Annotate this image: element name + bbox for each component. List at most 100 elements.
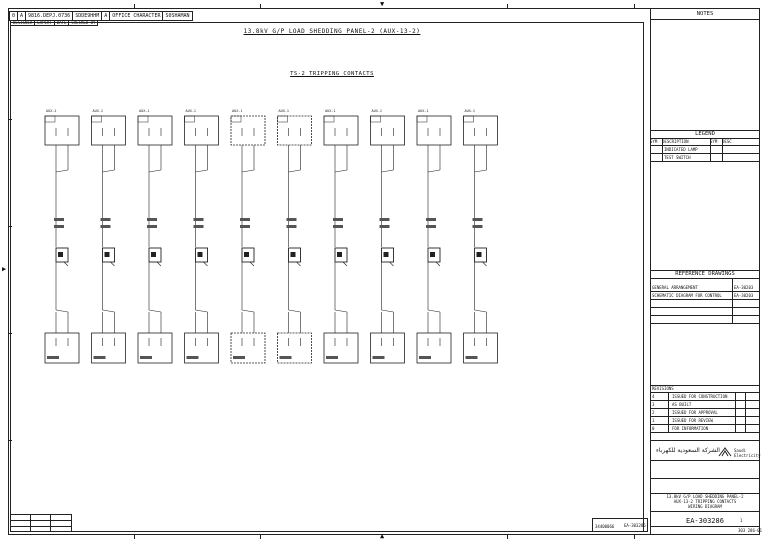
terminal-label-bottom [233, 356, 245, 359]
reference-row: GENERAL ARRANGEMENT [652, 285, 698, 290]
terminal-box-top [91, 115, 126, 146]
wire [148, 309, 162, 313]
legend-col: SYM [650, 139, 658, 144]
wire-label [379, 225, 390, 228]
wire [195, 309, 208, 313]
divider [650, 385, 760, 386]
wire-label [333, 218, 343, 221]
wire-label [426, 225, 436, 228]
wire [288, 169, 301, 173]
wire [148, 169, 162, 173]
divider [650, 153, 760, 154]
wire [110, 261, 115, 267]
divider [650, 19, 760, 20]
divider [650, 392, 760, 393]
divider [650, 145, 760, 146]
wire [342, 261, 348, 267]
relay-box [474, 247, 487, 263]
terminal-box-top [416, 115, 452, 146]
wire [241, 309, 255, 313]
divider [50, 514, 51, 532]
divider [650, 526, 760, 527]
terminal-label-top [137, 115, 149, 123]
wire [427, 309, 441, 313]
column-label-top: AUX-1 [186, 109, 197, 113]
revision-description: ISSUED FOR REVIEW [672, 418, 713, 423]
revision-description: ISSUED FOR APPROVAL [672, 410, 718, 415]
terminal-label-bottom [326, 356, 338, 359]
relay-contact [430, 252, 435, 257]
drawing-area [10, 22, 644, 532]
terminal-label-top [463, 115, 474, 123]
terminal-label-top [184, 115, 195, 123]
terminal-box-bottom [137, 332, 173, 364]
terminal-box-bottom [230, 332, 266, 364]
relay-contact [476, 252, 482, 257]
relay-contact [104, 252, 110, 257]
relay-box [148, 247, 162, 263]
wire-label [193, 218, 204, 221]
relay-box [55, 247, 69, 263]
column-label-top: AUX-1 [279, 109, 290, 113]
border-tick [507, 4, 508, 8]
bottom-ref-number: EA-303286 [624, 523, 646, 528]
border-tick [260, 535, 261, 539]
wire-label [286, 218, 297, 221]
wire-label [100, 218, 111, 221]
wire [241, 169, 255, 173]
terminal-label-top [230, 115, 242, 123]
divider [650, 408, 760, 409]
bottom-ref-box: EA-303286 [622, 518, 650, 532]
reference-row: SCHEMATIC DIAGRAM FOR CONTROL [652, 293, 722, 298]
divider [650, 460, 760, 461]
terminal-box-bottom [184, 332, 219, 364]
revision-number: 4 [652, 394, 655, 399]
wire-label [193, 225, 204, 228]
divider [10, 526, 72, 527]
wire [296, 261, 301, 267]
relay-contact [151, 252, 156, 257]
divider [650, 307, 760, 308]
column-label-top: AUX-1 [93, 109, 104, 113]
terminal-label-bottom [279, 356, 292, 359]
border-tick [134, 4, 135, 8]
revision-number: 2 [652, 410, 655, 415]
wire [102, 169, 115, 173]
terminal-box-bottom [370, 332, 405, 364]
divider [650, 299, 760, 300]
divider [650, 161, 760, 162]
center-marker-top: ▼ [380, 0, 385, 8]
column-label-top: AUX-1 [465, 109, 476, 113]
wire [482, 261, 487, 267]
bottom-ref-code: 34400066 [595, 524, 615, 529]
drawing-frame [8, 8, 760, 535]
legend-col: DESCRIPTION [662, 139, 689, 144]
wire-label [286, 225, 297, 228]
terminal-box-bottom [91, 332, 126, 364]
relay-box [102, 247, 115, 263]
relay-box [427, 247, 441, 263]
wire-label [472, 225, 483, 228]
divider [662, 138, 663, 161]
wire [55, 169, 69, 173]
revision-number: 0 [652, 426, 655, 431]
bottom-ref-box: 34400066 [592, 518, 648, 532]
wire [427, 169, 441, 173]
border-tick [260, 4, 261, 8]
wire [203, 261, 208, 267]
terminal-label-bottom [465, 356, 478, 359]
wire [334, 169, 348, 173]
wire [474, 309, 487, 313]
terminal-label-top [44, 115, 56, 123]
terminal-box-bottom [416, 332, 452, 364]
divider [650, 278, 760, 279]
drawing-title-line: 13.8kV G/P LOAD SHEDDING PANEL-2 [666, 494, 744, 499]
terminal-box-bottom [277, 332, 312, 364]
terminal-box-bottom [323, 332, 359, 364]
terminal-box-bottom [463, 332, 498, 364]
divider [650, 270, 760, 271]
relay-box [241, 247, 255, 263]
divider [10, 520, 72, 521]
revision-number: 1 [652, 418, 655, 423]
